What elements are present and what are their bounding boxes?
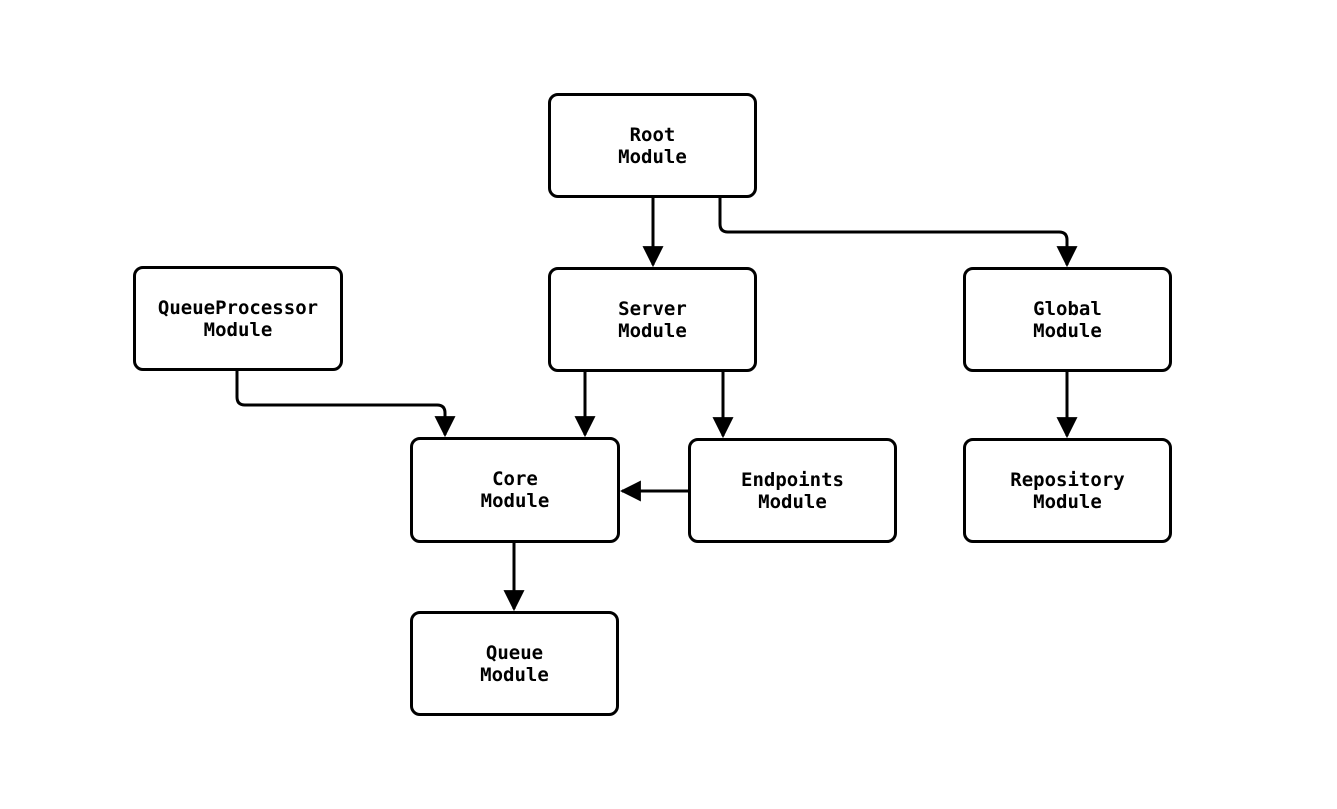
node-label: Queue Module [480, 641, 549, 686]
node-root-module: Root Module [548, 93, 757, 198]
edge-queueprocessor-to-core [235, 371, 456, 438]
edge-root-to-global [718, 198, 1078, 268]
node-label: Repository Module [1010, 468, 1125, 513]
node-label: Core Module [480, 468, 550, 512]
node-endpoints-module: Endpoints Module [688, 438, 897, 543]
node-global-module: Global Module [963, 267, 1172, 372]
node-label: Global Module [1033, 297, 1102, 342]
node-queueprocessor-module: QueueProcessor Module [133, 266, 343, 371]
node-label: QueueProcessor Module [157, 296, 319, 341]
node-label: Root Module [618, 123, 687, 168]
node-core-module: Core Module [410, 437, 620, 543]
node-server-module: Server Module [548, 267, 757, 372]
node-queue-module: Queue Module [410, 611, 619, 716]
node-label: Server Module [618, 297, 687, 342]
node-label: Endpoints Module [741, 468, 844, 513]
node-repository-module: Repository Module [963, 438, 1172, 543]
